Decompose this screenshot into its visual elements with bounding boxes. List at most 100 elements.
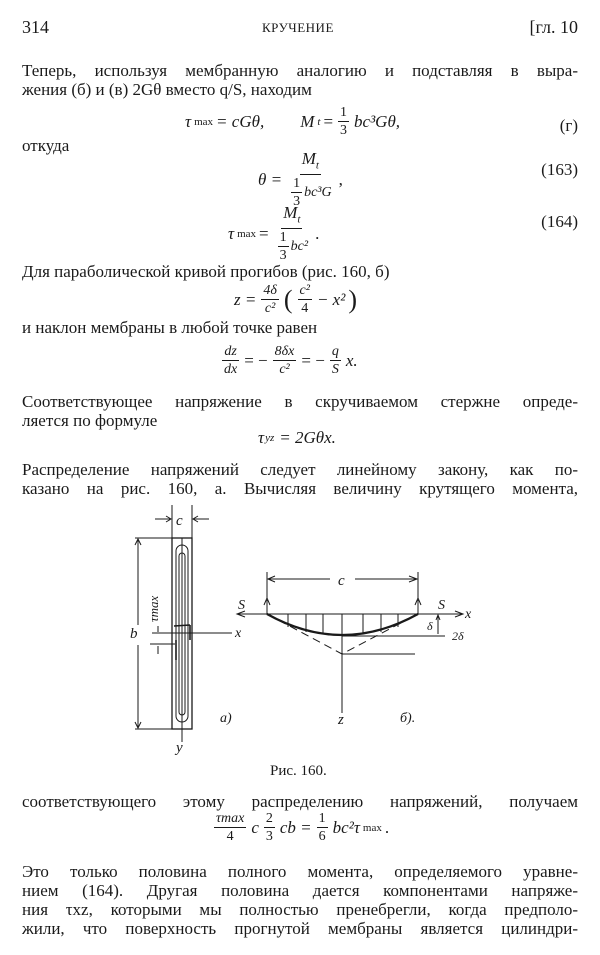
label-c: c (338, 573, 345, 589)
paragraph-line: нием (164). Другая половина дается компо… (22, 881, 578, 900)
eq-text: c (251, 817, 259, 837)
paragraph-line: жения (б) и (в) 2Gθ вместо q/S, находим (22, 80, 312, 99)
eq-text: = (259, 224, 269, 244)
eq-text: yz (265, 432, 275, 444)
eq-text: M (283, 203, 298, 222)
numerator: τmax (214, 811, 247, 828)
edge-arrows (263, 596, 422, 614)
denominator: 4 (226, 829, 234, 844)
equation-tag: (163) (541, 160, 578, 179)
denominator: dx (224, 362, 238, 377)
eq-text: t (317, 115, 321, 128)
label-delta: δ (427, 619, 433, 633)
stress-arrows (173, 624, 191, 660)
denominator: 3 (293, 194, 301, 210)
figure-caption: Рис. 160. (270, 763, 327, 779)
denominator: S (331, 362, 339, 377)
eq-text: = − (244, 350, 268, 370)
numerator: 8δx (272, 344, 297, 361)
eq-text: = (323, 111, 334, 131)
paragraph-line: и наклон мембраны в любой точке равен (22, 318, 318, 337)
denominator: 3 (279, 248, 287, 264)
eq-text: τ (228, 224, 235, 244)
denominator: c² (279, 362, 290, 377)
eq-text: x. (345, 350, 358, 370)
paragraph-line: Соответствующее напряжение в скручиваемо… (22, 392, 578, 411)
label-panel-a: а) (220, 711, 232, 726)
eq-text: max (194, 115, 214, 128)
numerator: 4δ (261, 283, 279, 300)
eq-text: z = (234, 289, 257, 309)
numerator: 1 (316, 811, 328, 828)
equation-tag: (г) (559, 116, 578, 135)
panel-b: c S S x δ 2δ z б). (235, 572, 472, 728)
eq-text: M (300, 111, 315, 131)
load-arrows (287, 614, 399, 634)
c-dimension (266, 572, 419, 598)
eq-text: t (315, 159, 319, 172)
eq-text: . (384, 817, 390, 837)
figure-160: c b τmax x y а) c S S x δ 2δ z б). Рис. … (130, 505, 472, 779)
eq-text: , (338, 170, 343, 190)
label-S-left: S (238, 598, 245, 613)
eq-text: τ (185, 111, 192, 131)
denominator: 3 (265, 829, 273, 844)
eq-text: = − (301, 350, 325, 370)
eq-text: cb = (279, 817, 312, 837)
tau-marks (150, 626, 175, 654)
paragraph-line: жили, что поверхность прогнутой мембраны… (22, 919, 578, 938)
denominator: 3 (340, 123, 348, 138)
delta-dim (435, 613, 441, 634)
eq-text: − x² (316, 289, 346, 309)
label-x: x (234, 626, 242, 641)
S-arrows (235, 610, 465, 618)
eq-text: . (315, 224, 320, 244)
numerator: Mt (281, 203, 303, 230)
numerator: 2 (263, 811, 275, 828)
numerator: 1 (291, 176, 303, 194)
numerator: Mt (299, 149, 321, 176)
dim-arrows (155, 515, 209, 523)
label-b: b (130, 626, 138, 642)
chapter-ref: [гл. 10 (529, 17, 578, 37)
denominator: 4 (301, 301, 309, 316)
paragraph-line: Теперь, используя мембранную аналогию и … (22, 61, 578, 80)
denominator: 6 (318, 829, 326, 844)
numerator: q (329, 344, 341, 361)
label-tau-max: τmax (146, 595, 161, 622)
label-c: c (176, 513, 183, 529)
paragraph-line: Для параболической кривой прогибов (рис.… (22, 262, 390, 281)
eq-text: = cGθ, (216, 111, 265, 131)
paragraph-line: Распределение напряжений следует линейно… (22, 460, 578, 479)
paragraph-line: казано на рис. 160, а. Вычисляя величину… (22, 479, 578, 498)
eq-text: bc² (290, 239, 309, 255)
numerator: 1 (277, 230, 289, 248)
eq-text: bc²τ (332, 817, 360, 837)
page-number: 314 (22, 17, 49, 37)
paragraph-line: ляется по формуле (22, 411, 158, 430)
eq-text: max (237, 228, 257, 241)
eq-text: M (301, 149, 316, 168)
label-y: y (174, 740, 183, 756)
label-2delta: 2δ (452, 629, 464, 643)
eq-text: = 2Gθx. (279, 428, 336, 447)
paragraph-line: соответствующего этому распределению нап… (22, 792, 578, 811)
numerator: dz (222, 344, 239, 361)
numerator: c² (297, 283, 312, 300)
